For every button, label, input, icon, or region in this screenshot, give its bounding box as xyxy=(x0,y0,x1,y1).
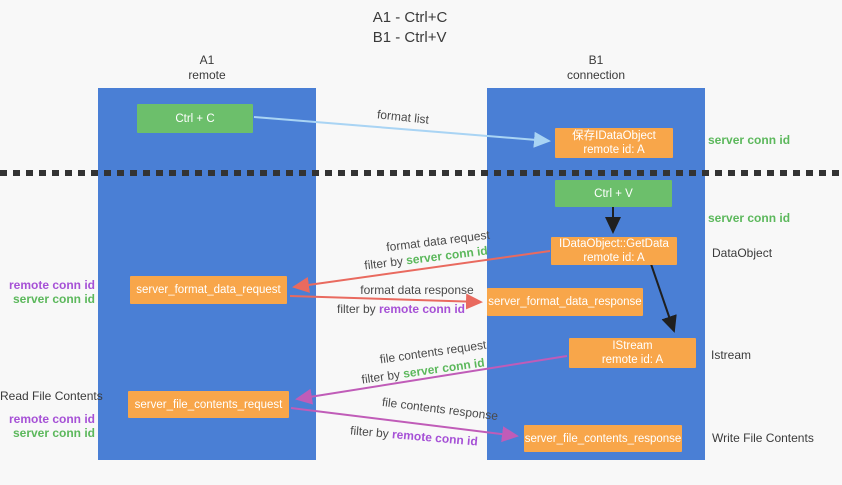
idataobject-getdata-line2: remote id: A xyxy=(583,252,645,264)
idataobject-getdata-node: IDataObject::GetData remote id: A xyxy=(551,237,677,265)
file-contents-response-label: file contents response xyxy=(381,394,499,424)
lane-a1-name: A1 xyxy=(199,53,215,67)
save-idataobject-line1: 保存IDataObject xyxy=(572,130,656,142)
save-idataobject-line2: remote id: A xyxy=(583,144,645,156)
server-format-data-response-label: server_format_data_response xyxy=(488,296,642,308)
filter-by-remote-conn-id-label-1: filter by remote conn id xyxy=(337,302,465,316)
remote-conn-id-highlight: remote conn id xyxy=(379,302,466,316)
title-line-1: A1 - Ctrl+C xyxy=(372,9,448,26)
ctrl-c-node: Ctrl + C xyxy=(137,104,253,133)
left-remote-conn-id-label-2: remote conn id xyxy=(8,412,95,426)
server-file-contents-request-label: server_file_contents_request xyxy=(134,398,283,411)
ctrl-v-node: Ctrl + V xyxy=(555,180,672,207)
lane-header-b1: B1 connection xyxy=(536,53,656,83)
ctrl-c-label: Ctrl + C xyxy=(175,112,215,125)
remote-conn-id-highlight: remote conn id xyxy=(391,427,479,449)
diagram-title: A1 - Ctrl+C B1 - Ctrl+V xyxy=(373,8,448,48)
left-remote-conn-id-label-1: remote conn id xyxy=(8,278,95,292)
istream-side-label: Istream xyxy=(711,348,752,362)
lane-b1-subtitle: connection xyxy=(566,68,626,82)
server-file-contents-response-label: server_file_contents_response xyxy=(524,432,682,445)
istream-node: IStream remote id: A xyxy=(569,338,696,368)
server-format-data-request-label: server_format_data_request xyxy=(136,284,281,296)
server-file-contents-response-node: server_file_contents_response xyxy=(524,425,682,452)
left-server-conn-id-label-1: server conn id xyxy=(12,292,95,306)
lane-a1-subtitle: remote xyxy=(188,68,226,82)
istream-line2: remote id: A xyxy=(601,354,664,366)
right-server-conn-id-label-1: server conn id xyxy=(708,133,791,147)
filter-by-text: filter by xyxy=(349,423,393,442)
server-file-contents-request-node: server_file_contents_request xyxy=(128,391,289,418)
filter-by-text: filter by xyxy=(363,253,407,273)
title-line-2: B1 - Ctrl+V xyxy=(372,29,447,46)
server-format-data-response-node: server_format_data_response xyxy=(487,288,643,316)
section-divider-dotted-line xyxy=(0,170,842,176)
filter-by-text: filter by xyxy=(360,366,405,387)
idataobject-getdata-line1: IDataObject::GetData xyxy=(559,238,669,250)
format-data-response-label: format data response xyxy=(360,283,474,297)
write-file-contents-label: Write File Contents xyxy=(712,431,814,445)
filter-by-remote-conn-id-label-2: filter by remote conn id xyxy=(350,423,479,448)
lane-header-a1: A1 remote xyxy=(147,53,267,83)
save-idataobject-node: 保存IDataObject remote id: A xyxy=(555,128,673,158)
filter-by-text: filter by xyxy=(336,302,379,316)
read-file-contents-label: Read File Contents xyxy=(0,389,103,403)
format-list-label: format list xyxy=(376,107,430,127)
istream-line1: IStream xyxy=(612,340,653,352)
lane-b1-name: B1 xyxy=(588,53,604,67)
ctrl-v-label: Ctrl + V xyxy=(594,187,633,200)
left-server-conn-id-label-2: server conn id xyxy=(12,426,95,440)
right-server-conn-id-label-2: server conn id xyxy=(708,211,791,225)
server-format-data-request-node: server_format_data_request xyxy=(130,276,287,304)
dataobject-label: DataObject xyxy=(712,246,773,260)
